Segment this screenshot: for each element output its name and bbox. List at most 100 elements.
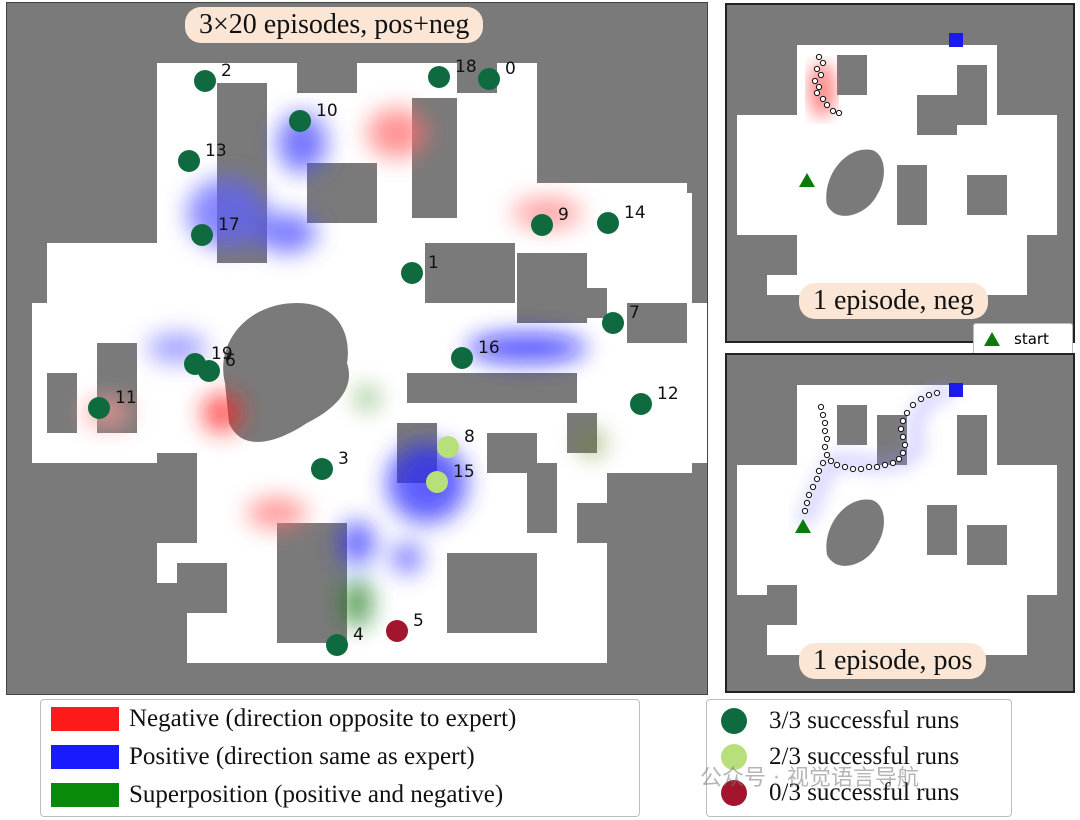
trajectory-dot [899,449,907,457]
trajectory-dot [805,491,813,499]
start-point-15 [426,471,448,493]
start-point-4 [326,634,348,656]
start-point-16 [451,347,473,369]
negative-label: Negative (direction opposite to expert) [129,705,517,732]
start-point-label: 11 [115,388,137,408]
start-point-17 [191,224,213,246]
start-point-10 [289,110,311,132]
start-point-8 [437,436,459,458]
trajectory-dot [925,391,933,399]
trajectory-dot [815,467,823,475]
start-point-5 [386,620,408,642]
trajectory-dot [817,71,825,79]
full-success-row: 3/3 successful runs [717,706,959,736]
start-point-13 [178,150,200,172]
start-point-label: 3 [338,449,349,469]
trajectory-dot [823,435,831,443]
trajectory-dot [865,463,873,471]
neg-caption: 1 episode, neg [799,283,988,319]
trajectory-dot [933,389,941,397]
partial-success-label: 2/3 successful runs [769,743,960,770]
start-point-label: 12 [657,384,679,404]
trajectory-dot [819,95,827,103]
trajectory-dot [819,411,827,419]
neg-episode-panel: 1 episode, neg [725,3,1075,343]
direction-legend: Negative (direction opposite to expert) … [40,699,640,817]
trajectory-dot [823,451,831,459]
start-point-3 [311,458,333,480]
start-point-0 [478,68,500,90]
trajectory-dot [909,401,917,409]
start-triangle-icon [984,332,1000,346]
pos-episode-panel: 1 episode, pos [725,353,1075,693]
trajectory-dot [849,465,857,473]
trajectory-dot [899,433,907,441]
partial-success-row: 2/3 successful runs [717,742,959,772]
superposition-swatch [51,783,119,807]
trajectory-dot [817,403,825,411]
trajectory-dot [813,89,821,97]
trajectory-dot [811,77,819,85]
start-point-label: 5 [413,611,424,631]
main-title: 3×20 episodes, pos+neg [185,7,484,43]
trajectory-dot [895,455,903,463]
success-legend: 3/3 successful runs 2/3 successful runs … [706,699,1012,817]
start-point-label: 17 [218,215,240,235]
obstacles [47,63,687,643]
start-point-label: 15 [453,462,475,482]
trajectory-dot [813,475,821,483]
superposition-label: Superposition (positive and negative) [129,781,504,808]
start-point-label: 18 [455,57,477,77]
no-success-row: 0/3 successful runs [717,778,959,808]
start-point-label: 13 [205,141,227,161]
trajectory-dot [841,463,849,471]
trajectory-dot [857,465,865,473]
trajectory-dot [815,83,823,91]
trajectory-dot [801,507,809,515]
positive-swatch [51,745,119,769]
obstacles [767,55,1007,275]
trajectory-dot [889,459,897,467]
start-point-label: 9 [558,205,569,225]
trajectory-dot [821,443,829,451]
end-marker [949,33,963,47]
trajectory-dot [803,499,811,507]
trajectory-dot [813,65,821,73]
start-point-9 [531,214,553,236]
watermark: 公众号 · 视觉语言导航 [700,766,919,791]
start-point-label: 1 [428,253,439,273]
start-marker [795,519,811,533]
trajectory-dot [819,459,827,467]
pos-heat [794,382,954,529]
trajectory [811,53,843,117]
trajectory-dot [917,395,925,403]
full-success-label: 3/3 successful runs [769,707,960,734]
pos-caption: 1 episode, pos [799,643,987,679]
start-point-19 [184,353,206,375]
trajectory-dot [903,409,911,417]
trajectory-dot [901,441,909,449]
trajectory-dot [829,107,837,115]
start-point-11 [88,397,110,419]
trajectory-dot [819,59,827,67]
trajectory-dot [835,109,843,117]
start-marker [799,173,815,187]
start-point-7 [602,312,624,334]
start-point-label: 2 [221,61,232,81]
obstacles [767,405,1007,625]
start-legend-row: start [984,328,1049,350]
trajectory [801,389,941,515]
no-success-dot [721,780,747,806]
start-point-label: 14 [624,203,646,223]
start-point-18 [428,66,450,88]
trajectory-dot [873,463,881,471]
neg-map [737,33,1057,295]
start-point-label: 19 [211,344,233,364]
positive-legend-row: Positive (direction same as expert) [51,742,475,772]
trajectory-dot [821,419,829,427]
start-point-12 [630,393,652,415]
trajectory-dot [815,53,823,61]
start-point-1 [401,262,423,284]
